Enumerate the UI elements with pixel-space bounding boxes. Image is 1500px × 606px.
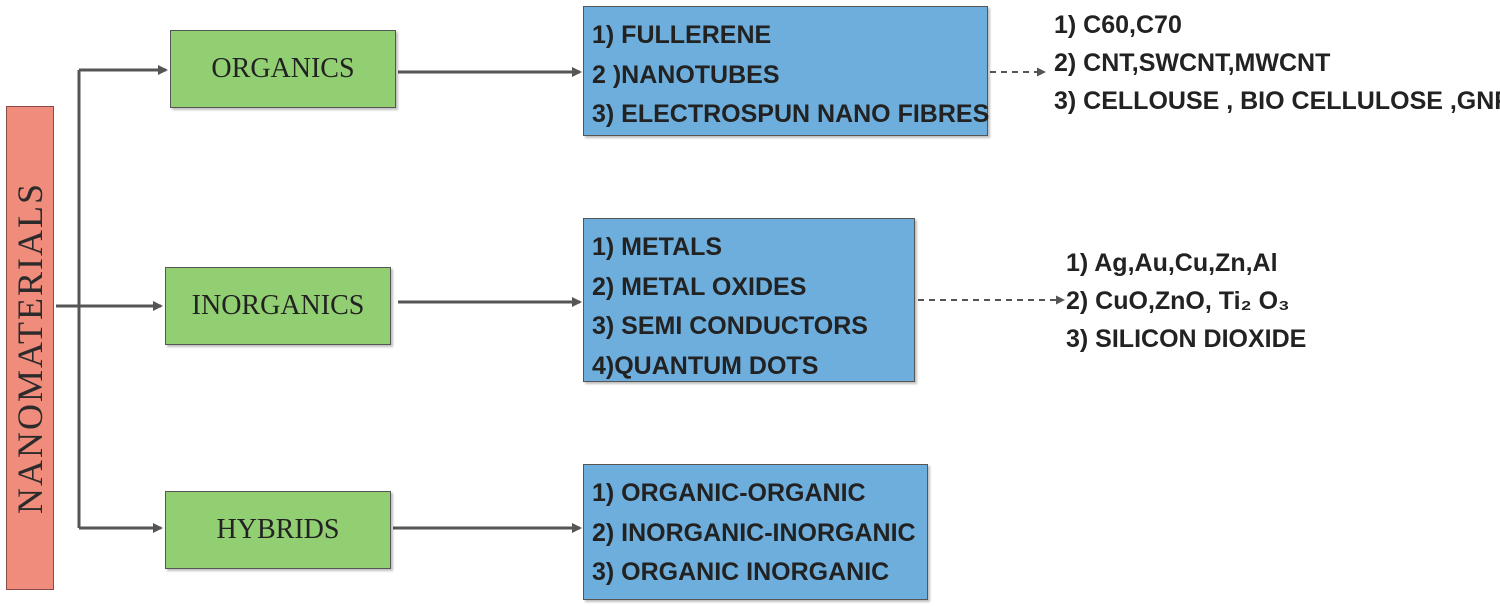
subtype-item: 1) METALS bbox=[592, 233, 723, 261]
example-item: 3) SILICON DIOXIDE bbox=[1066, 325, 1307, 353]
subtype-item: 3) ELECTROSPUN NANO FIBRES bbox=[592, 100, 990, 128]
subtypes-organics: 1) FULLERENE 2 )NANOTUBES 3) ELECTROSPUN… bbox=[583, 6, 990, 136]
category-inorganics: INORGANICS bbox=[165, 267, 391, 345]
category-label: ORGANICS bbox=[211, 53, 355, 84]
nanomaterials-root-box: NANOMATERIALS bbox=[6, 106, 54, 590]
subtype-item: 3) ORGANIC INORGANIC bbox=[592, 558, 890, 586]
example-item: 2) CuO,ZnO, Ti₂ O₃ bbox=[1066, 287, 1290, 315]
example-item: 2) CNT,SWCNT,MWCNT bbox=[1054, 49, 1331, 77]
example-item: 1) C60,C70 bbox=[1054, 11, 1182, 39]
category-hybrids: HYBRIDS bbox=[165, 491, 391, 569]
example-item: 1) Ag,Au,Cu,Zn,Al bbox=[1066, 249, 1278, 277]
subtype-item: 1) FULLERENE bbox=[592, 21, 772, 49]
subtype-item: 4)QUANTUM DOTS bbox=[592, 351, 819, 380]
category-label: INORGANICS bbox=[191, 290, 365, 321]
subtype-item: 1) ORGANIC-ORGANIC bbox=[592, 479, 866, 507]
example-item: 3) CELLOUSE , BIO CELLULOSE ,GNF bbox=[1054, 87, 1500, 115]
subtype-item: 2) METAL OXIDES bbox=[592, 272, 807, 301]
subtypes-hybrids: 1) ORGANIC-ORGANIC 2) INORGANIC-INORGANI… bbox=[583, 464, 928, 600]
category-organics: ORGANICS bbox=[170, 30, 396, 108]
root-label: NANOMATERIALS bbox=[10, 182, 50, 514]
category-label: HYBRIDS bbox=[216, 514, 340, 545]
examples-organics: 1) C60,C70 2) CNT,SWCNT,MWCNT 3) CELLOUS… bbox=[1054, 6, 1500, 120]
subtype-item: 2 )NANOTUBES bbox=[592, 60, 780, 89]
subtypes-inorganics: 1) METALS 2) METAL OXIDES 3) SEMI CONDUC… bbox=[583, 218, 915, 382]
subtype-item: 2) INORGANIC-INORGANIC bbox=[592, 518, 916, 547]
subtype-item: 3) SEMI CONDUCTORS bbox=[592, 312, 868, 340]
examples-inorganics: 1) Ag,Au,Cu,Zn,Al 2) CuO,ZnO, Ti₂ O₃ 3) … bbox=[1066, 244, 1306, 358]
